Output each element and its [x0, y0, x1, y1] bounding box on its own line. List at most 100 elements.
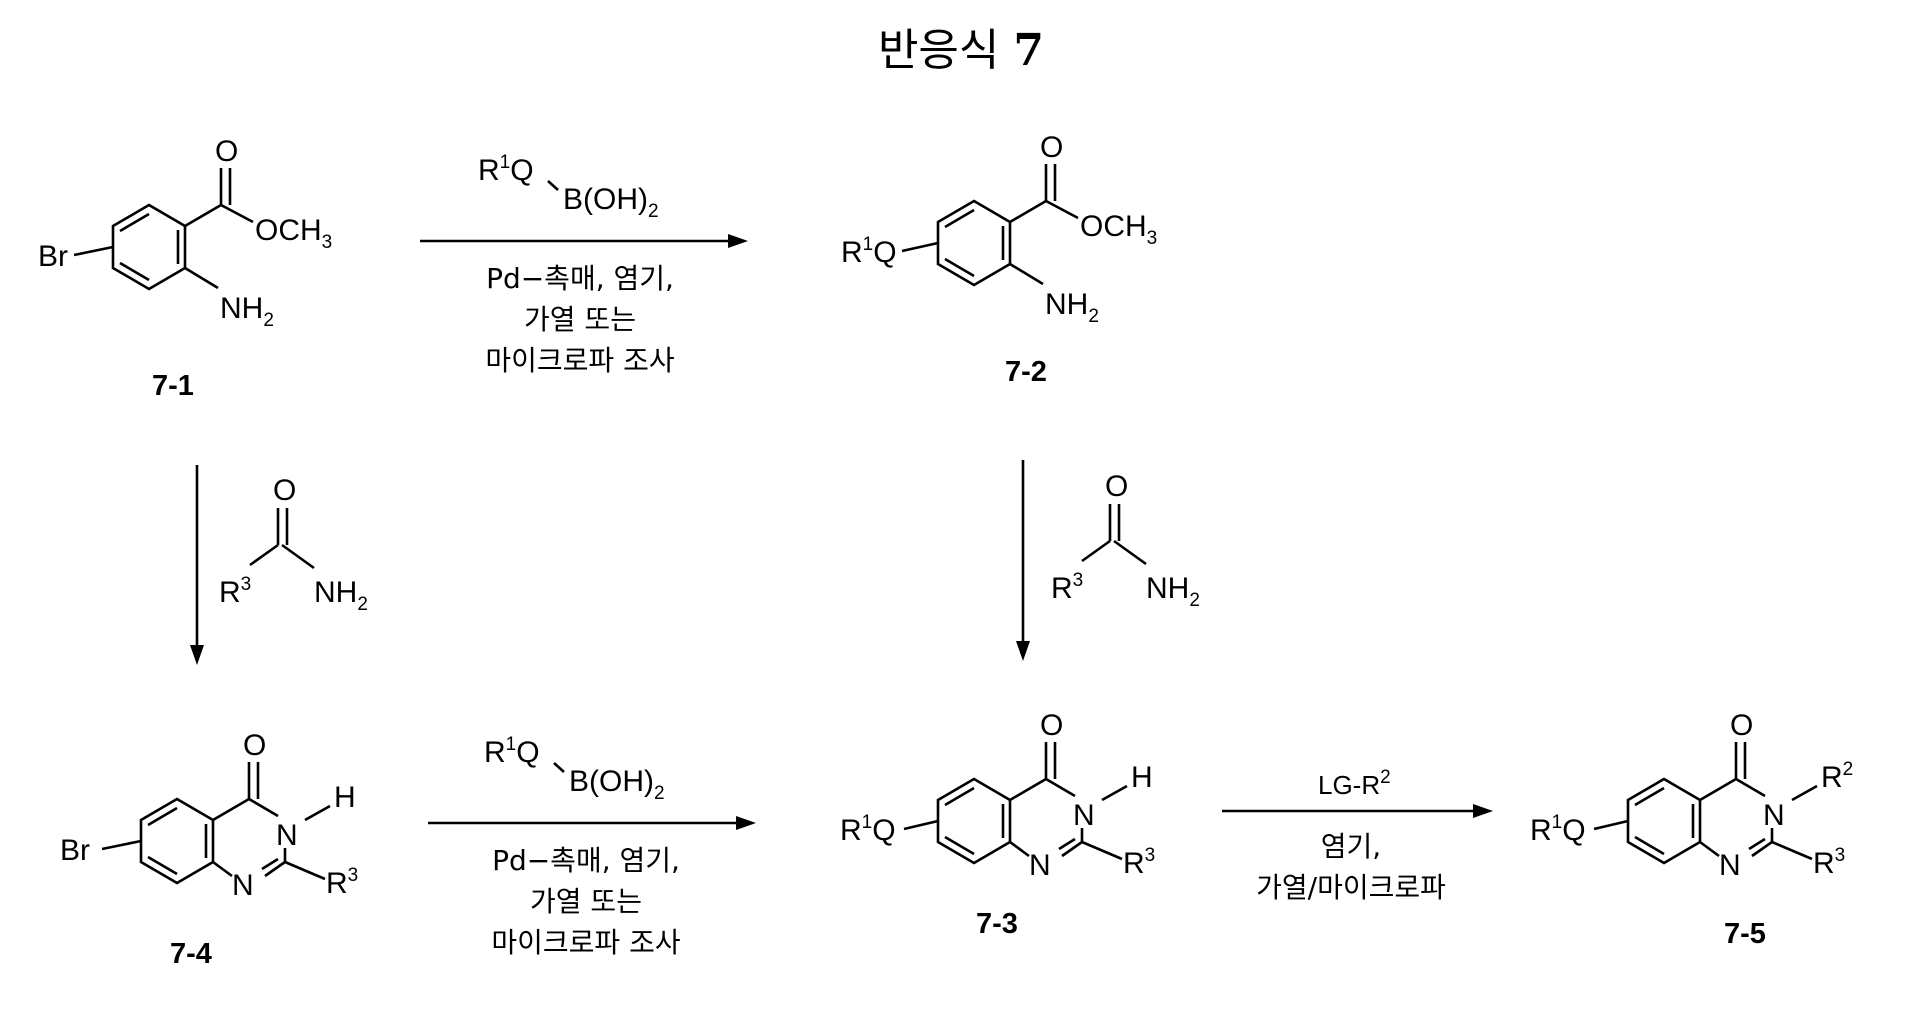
compound-label-7-1: 7-1	[152, 370, 194, 403]
och3-subscript: 3	[322, 232, 333, 253]
bond-c-r3	[1082, 541, 1110, 561]
bond-c2-r3	[1772, 842, 1812, 859]
arrow-7-1-to-7-2	[420, 234, 748, 248]
bond-c4-n3	[1046, 779, 1075, 796]
bond-q-b	[554, 763, 564, 772]
bond-c4	[1700, 779, 1736, 800]
reagent-boronic-acid-bottom: R1Q B(OH)2	[484, 734, 665, 804]
atom-r1q: R1Q	[841, 234, 897, 269]
r-text: R	[841, 236, 863, 269]
arrow-7-3-to-7-5	[1222, 804, 1493, 818]
lg-text: LG-R	[1318, 770, 1380, 800]
r-superscript: 3	[1073, 570, 1084, 591]
atom-r2: R2	[1821, 759, 1853, 794]
atom-o: O	[215, 135, 238, 168]
r-superscript: 1	[506, 734, 517, 755]
bond-r1q	[1594, 821, 1628, 829]
lg-superscript: 2	[1380, 767, 1391, 788]
nh2-subscript: 2	[357, 594, 368, 615]
bond-br	[74, 247, 113, 255]
bond-c-n	[282, 545, 314, 568]
bond-br	[102, 841, 141, 849]
arrow-7-4-to-7-3	[428, 816, 756, 830]
bond-n1-c8a	[213, 862, 232, 876]
och3-text: OCH	[255, 214, 322, 247]
atom-o: O	[273, 474, 296, 507]
compound-7-1-structure: O OCH3 NH2 Br	[38, 135, 332, 331]
atom-nh2: NH2	[1146, 572, 1200, 611]
r-superscript: 1	[863, 234, 874, 255]
r-text: R	[326, 867, 348, 900]
compound-label-7-2: 7-2	[1005, 356, 1047, 389]
atom-r3: R3	[326, 865, 358, 900]
atom-r3: R3	[1051, 570, 1083, 605]
r-superscript: 3	[241, 574, 252, 595]
atom-h: H	[334, 781, 356, 814]
compound-7-3-structure: O N H N R3 R1Q	[840, 709, 1155, 882]
double-bond	[148, 808, 177, 825]
condition-line: 가열 또는	[436, 881, 736, 922]
benzene-ring	[938, 779, 1010, 863]
bond-n-r2	[1792, 786, 1817, 800]
bond-ester	[1010, 201, 1046, 222]
r-text: R	[1821, 761, 1843, 794]
bond-nh2	[185, 268, 218, 288]
bond-n1-c8a	[1010, 842, 1029, 856]
r-text: R	[840, 814, 862, 847]
bond-r1q	[902, 243, 938, 251]
bond-n-h	[1102, 786, 1127, 800]
bond-c4	[1010, 779, 1046, 800]
atom-n1: N	[1719, 849, 1741, 882]
bond-c-r3	[250, 545, 278, 565]
scheme-title-number: 7	[1013, 25, 1044, 76]
double-bond	[1635, 837, 1664, 854]
nh2-text: NH	[220, 292, 263, 325]
atom-br: Br	[60, 834, 90, 867]
r-superscript: 1	[1552, 812, 1563, 833]
reagent-boronic-acid-top: R1Q B(OH)2	[478, 152, 659, 222]
r-text: R	[1530, 814, 1552, 847]
bond-ester	[185, 205, 221, 226]
condition-line: 가열/마이크로파	[1226, 867, 1476, 908]
conditions-alkylation: 염기, 가열/마이크로파	[1226, 826, 1476, 908]
r-superscript: 3	[348, 865, 359, 886]
reagent-amide-left: O R3 NH2	[219, 474, 368, 615]
atom-o: O	[1040, 131, 1063, 164]
atom-r3: R3	[1123, 845, 1155, 880]
atom-n3: N	[1763, 799, 1785, 832]
double-bond	[1635, 788, 1664, 805]
bond-c2-r3	[285, 862, 325, 879]
r-text: R	[484, 736, 506, 769]
atom-nh2: NH2	[220, 292, 274, 331]
atom-o: O	[1105, 470, 1128, 503]
condition-line: 마이크로파 조사	[430, 340, 730, 381]
benzene-ring	[141, 799, 213, 883]
bond-r1q	[904, 821, 938, 829]
scheme-title: 반응식 7	[0, 14, 1922, 78]
bond-n-h	[305, 806, 330, 820]
r-superscript: 1	[862, 812, 873, 833]
double-bond	[945, 259, 974, 276]
bond-q-b	[548, 181, 558, 190]
arrow-head	[736, 816, 756, 830]
compound-7-2-structure: O OCH3 NH2 R1Q	[841, 131, 1157, 327]
arrow-7-2-to-7-3	[1016, 460, 1030, 661]
condition-line: 염기,	[1226, 826, 1476, 867]
atom-o: O	[1040, 709, 1063, 742]
atom-nh2: NH2	[1045, 288, 1099, 327]
boh2-text: B(OH)	[569, 765, 654, 798]
bond-n1-c8a	[1700, 842, 1719, 856]
q-text: Q	[516, 736, 539, 769]
arrow-7-1-to-7-4	[190, 465, 204, 665]
atom-och3: OCH3	[1080, 210, 1157, 249]
r-superscript: 1	[500, 152, 511, 173]
condition-line: 마이크로파 조사	[436, 922, 736, 963]
double-bond	[945, 788, 974, 805]
q-text: Q	[872, 814, 895, 847]
atom-r3: R3	[1813, 845, 1845, 880]
nh2-subscript: 2	[1189, 590, 1200, 611]
atom-r3: R3	[219, 574, 251, 609]
compound-7-4-structure: O N H N R3 Br	[60, 729, 358, 902]
